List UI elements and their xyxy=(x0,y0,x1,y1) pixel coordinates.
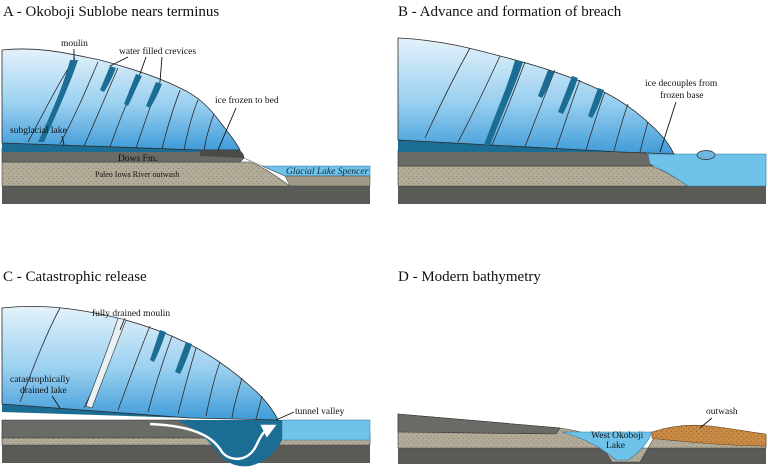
crevice-water-b3 xyxy=(538,70,554,98)
leader-crevices-2 xyxy=(139,56,147,75)
ice-sheet-b xyxy=(397,37,675,155)
label-drained-lake-1: catastrophically xyxy=(10,375,70,385)
panel-d: D - Modern bathymetry West Okoboji Lake … xyxy=(397,269,767,464)
leader-lake xyxy=(61,135,65,146)
leader-drained-lake xyxy=(51,395,61,409)
panel-d-title: D - Modern bathymetry xyxy=(398,269,541,285)
subglacial-lake xyxy=(2,143,210,152)
bedrock-layer-c xyxy=(2,445,370,463)
crevice-water-b1 xyxy=(558,76,578,114)
panel-b-title: B - Advance and formation of breach xyxy=(398,4,622,20)
crevice-water-b2 xyxy=(588,88,604,118)
panel-a: A - Okoboji Sublobe nears terminus xyxy=(1,4,371,204)
ice-block xyxy=(696,150,716,160)
bedrock-layer-d xyxy=(398,448,766,464)
label-drained-moulin: fully drained moulin xyxy=(92,308,170,319)
lake-water-b xyxy=(647,153,767,187)
label-drained-lake-2: drained lake xyxy=(20,386,67,396)
bank xyxy=(243,157,371,187)
crevice-water-1 xyxy=(124,74,142,106)
leader-tunnel-valley xyxy=(275,411,295,421)
label-okoboji-2: Lake xyxy=(606,441,625,451)
panel-b: B - Advance and formation of breach ice … xyxy=(397,4,767,204)
leader-crevices-1 xyxy=(109,56,129,67)
label-decouple-1: ice decouples from xyxy=(645,78,718,89)
label-outwash: Paleo Iowa River outwash xyxy=(95,170,179,179)
moulin-water xyxy=(38,60,78,142)
ice-sheet xyxy=(1,48,241,151)
crevice-water-c2 xyxy=(150,330,166,362)
frozen-toe xyxy=(200,150,244,158)
crevice-water-3 xyxy=(100,66,116,92)
flow-arrow xyxy=(149,422,277,460)
panel-a-title: A - Okoboji Sublobe nears terminus xyxy=(3,4,219,20)
leader-decouple xyxy=(659,101,677,153)
dows-layer-d xyxy=(397,413,561,435)
crevasses-b xyxy=(424,47,649,153)
leader-frozen xyxy=(217,107,237,151)
proglacial-water-c xyxy=(281,419,371,441)
label-crevices: water filled crevices xyxy=(119,46,196,57)
label-outwash-d: outwash xyxy=(706,407,738,417)
leader-crevices-3 xyxy=(159,56,163,83)
panel-c-title: C - Catastrophic release xyxy=(3,269,147,285)
label-lake-spencer: Glacial Lake Spencer xyxy=(286,167,369,177)
bedrock-layer-b xyxy=(398,186,766,204)
bedrock-layer xyxy=(2,186,370,204)
crevice-water-c1 xyxy=(175,342,192,374)
drained-moulin xyxy=(85,317,127,409)
crevice-water-2 xyxy=(146,82,162,108)
west-okoboji-lake xyxy=(561,431,653,461)
label-moulin: moulin xyxy=(61,39,88,49)
dows-layer-c xyxy=(1,419,209,439)
label-decouple-2: frozen base xyxy=(660,90,704,101)
label-dows: Dows Fm. xyxy=(118,154,158,164)
label-okoboji-1: West Okoboji xyxy=(591,431,644,441)
label-tunnel-valley: tunnel valley xyxy=(295,407,345,417)
moulin-water-b xyxy=(484,60,523,145)
ice-sheet-c xyxy=(1,305,279,421)
panel-c: C - Catastrophic release fully drained m… xyxy=(1,269,371,467)
sand-outwash xyxy=(651,424,767,447)
leader-outwash-d xyxy=(699,417,713,429)
label-ice-frozen: ice frozen to bed xyxy=(215,95,279,106)
label-subglacial-lake: subglacial lake xyxy=(10,126,67,136)
outwash-layer-b xyxy=(397,165,689,187)
crevasses-c xyxy=(19,307,263,420)
leader-drained-moulin xyxy=(119,319,125,331)
